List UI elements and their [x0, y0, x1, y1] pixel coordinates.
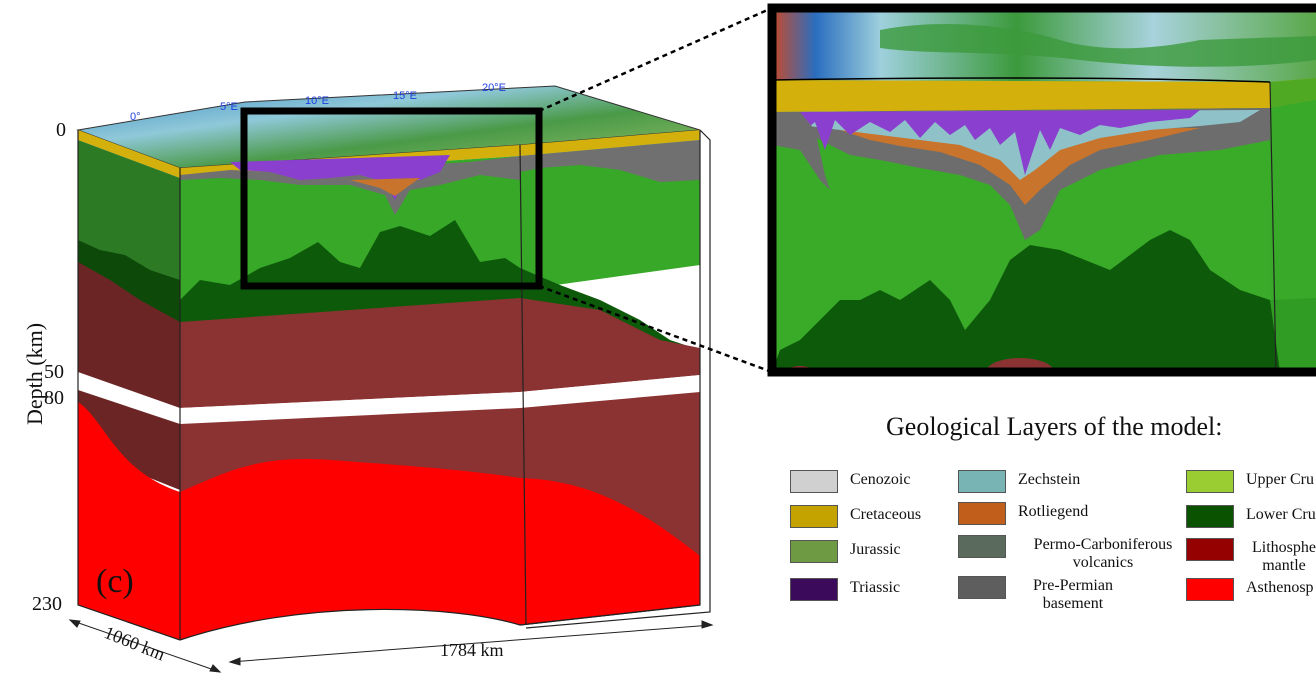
- right-face-lower-mantle: [520, 392, 700, 556]
- legend-label-asthenosphere: Asthenosp: [1246, 579, 1314, 596]
- legend-label-lower-crust: Lower Cru: [1246, 506, 1316, 523]
- left-face-lower-mantle: [78, 390, 180, 490]
- depth-tick-50: 50: [44, 361, 64, 383]
- legend-item-asthenosphere: Asthenosp: [1186, 578, 1314, 601]
- left-face-asthenosphere: [78, 402, 180, 640]
- legend-item-zechstein: Zechstein: [958, 470, 1080, 493]
- lon-label-0: 0°: [130, 111, 141, 123]
- legend-label-lithospheric-mantle: Lithosphe mantle: [1252, 539, 1316, 574]
- legend-item-permo-carboniferous: Permo-Carboniferous volcanics: [958, 535, 1188, 572]
- legend-label-zechstein: Zechstein: [1018, 471, 1081, 488]
- lon-label-15e: 15°E: [393, 90, 417, 102]
- legend-swatch-lower-crust: [1186, 505, 1234, 528]
- legend-swatch-cretaceous: [790, 505, 838, 528]
- lon-label-10e: 10°E: [305, 95, 329, 107]
- right-face-asthenosphere: [520, 478, 700, 625]
- front-face-lith-mantle: [180, 298, 520, 408]
- left-face-lith-mantle: [78, 262, 180, 408]
- bottom-curve: [179, 604, 701, 641]
- legend-swatch-permo-carboniferous: [958, 535, 1006, 558]
- legend-item-cretaceous: Cretaceous: [790, 505, 921, 528]
- legend-label-cenozoic: Cenozoic: [850, 471, 911, 488]
- depth-tick-0: 0: [56, 119, 66, 141]
- front-face-lower-crust: [180, 220, 520, 330]
- front-face-white-gap: [180, 392, 520, 424]
- zoom-connector-top: [538, 6, 773, 113]
- legend-label-jurassic: Jurassic: [850, 541, 901, 558]
- legend-label-triassic: Triassic: [850, 579, 901, 596]
- legend-item-jurassic: Jurassic: [790, 540, 901, 563]
- legend-swatch-triassic: [790, 578, 838, 601]
- legend-column-right: Upper Cru Lower Cru Lithosphe mantle Ast…: [1180, 460, 1316, 620]
- cretaceous-band: [78, 130, 700, 178]
- legend-swatch-asthenosphere: [1186, 578, 1234, 601]
- legend-label-rotliegend: Rotliegend: [1018, 503, 1089, 520]
- zoom-selection-box: [240, 107, 543, 290]
- lon-label-20e: 20°E: [482, 82, 506, 94]
- depth-axis: 0 50 80 230 Depth (km): [22, 119, 66, 615]
- legend-item-cenozoic: Cenozoic: [790, 470, 910, 493]
- legend-swatch-jurassic: [790, 540, 838, 563]
- dimension-lines: [68, 619, 714, 673]
- legend-swatch-rotliegend: [958, 502, 1006, 525]
- right-face-pre-permian: [520, 140, 700, 182]
- legend-title: Geological Layers of the model:: [886, 412, 1223, 441]
- right-face-white-gap: [520, 375, 700, 408]
- legend-item-rotliegend: Rotliegend: [958, 502, 1088, 525]
- panel-label: (c): [96, 563, 134, 600]
- legend-item-triassic: Triassic: [790, 578, 900, 601]
- model-block: [76, 85, 711, 641]
- zoom-inset-frame: [767, 3, 1316, 377]
- lon-label-5e: 5°E: [220, 101, 238, 113]
- dim-length-label: 1784 km: [440, 640, 504, 660]
- right-face-lower-crust: [520, 268, 700, 360]
- longitude-labels: 0° 5°E 10°E 15°E 20°E: [130, 82, 506, 123]
- legend-item-upper-crust: Upper Cru: [1186, 470, 1314, 493]
- legend-item-pre-permian: Pre-Permian basement: [958, 576, 1128, 613]
- left-face-white-gap: [78, 374, 180, 424]
- legend-label-permo-carboniferous: Permo-Carboniferous volcanics: [1033, 536, 1173, 571]
- front-face-rotliegend: [350, 178, 420, 196]
- legend-label-pre-permian: Pre-Permian basement: [1033, 577, 1113, 612]
- inset-lower-crust: [772, 230, 1316, 372]
- right-face-lith-mantle: [520, 298, 700, 392]
- zoom-inset: [767, 3, 1316, 377]
- legend-swatch-lithospheric-mantle: [1186, 538, 1234, 561]
- depth-tick-230: 230: [32, 593, 62, 615]
- legend-swatch-cenozoic: [790, 470, 838, 493]
- depth-axis-label: Depth (km): [22, 323, 47, 425]
- legend-item-lower-crust: Lower Cru: [1186, 505, 1316, 528]
- legend-label-cretaceous: Cretaceous: [850, 506, 922, 523]
- legend-item-lithospheric-mantle: Lithosphe mantle: [1186, 538, 1316, 575]
- front-face-asthenosphere: [180, 459, 520, 640]
- depth-tick-80: 80: [44, 387, 64, 409]
- inset-cretaceous: [772, 78, 1316, 112]
- legend-swatch-upper-crust: [1186, 470, 1234, 493]
- legend-swatch-zechstein: [958, 470, 1006, 493]
- legend-swatch-pre-permian: [958, 576, 1006, 599]
- legend-label-upper-crust: Upper Cru: [1246, 471, 1314, 488]
- inset-purple-salt: [800, 110, 1200, 175]
